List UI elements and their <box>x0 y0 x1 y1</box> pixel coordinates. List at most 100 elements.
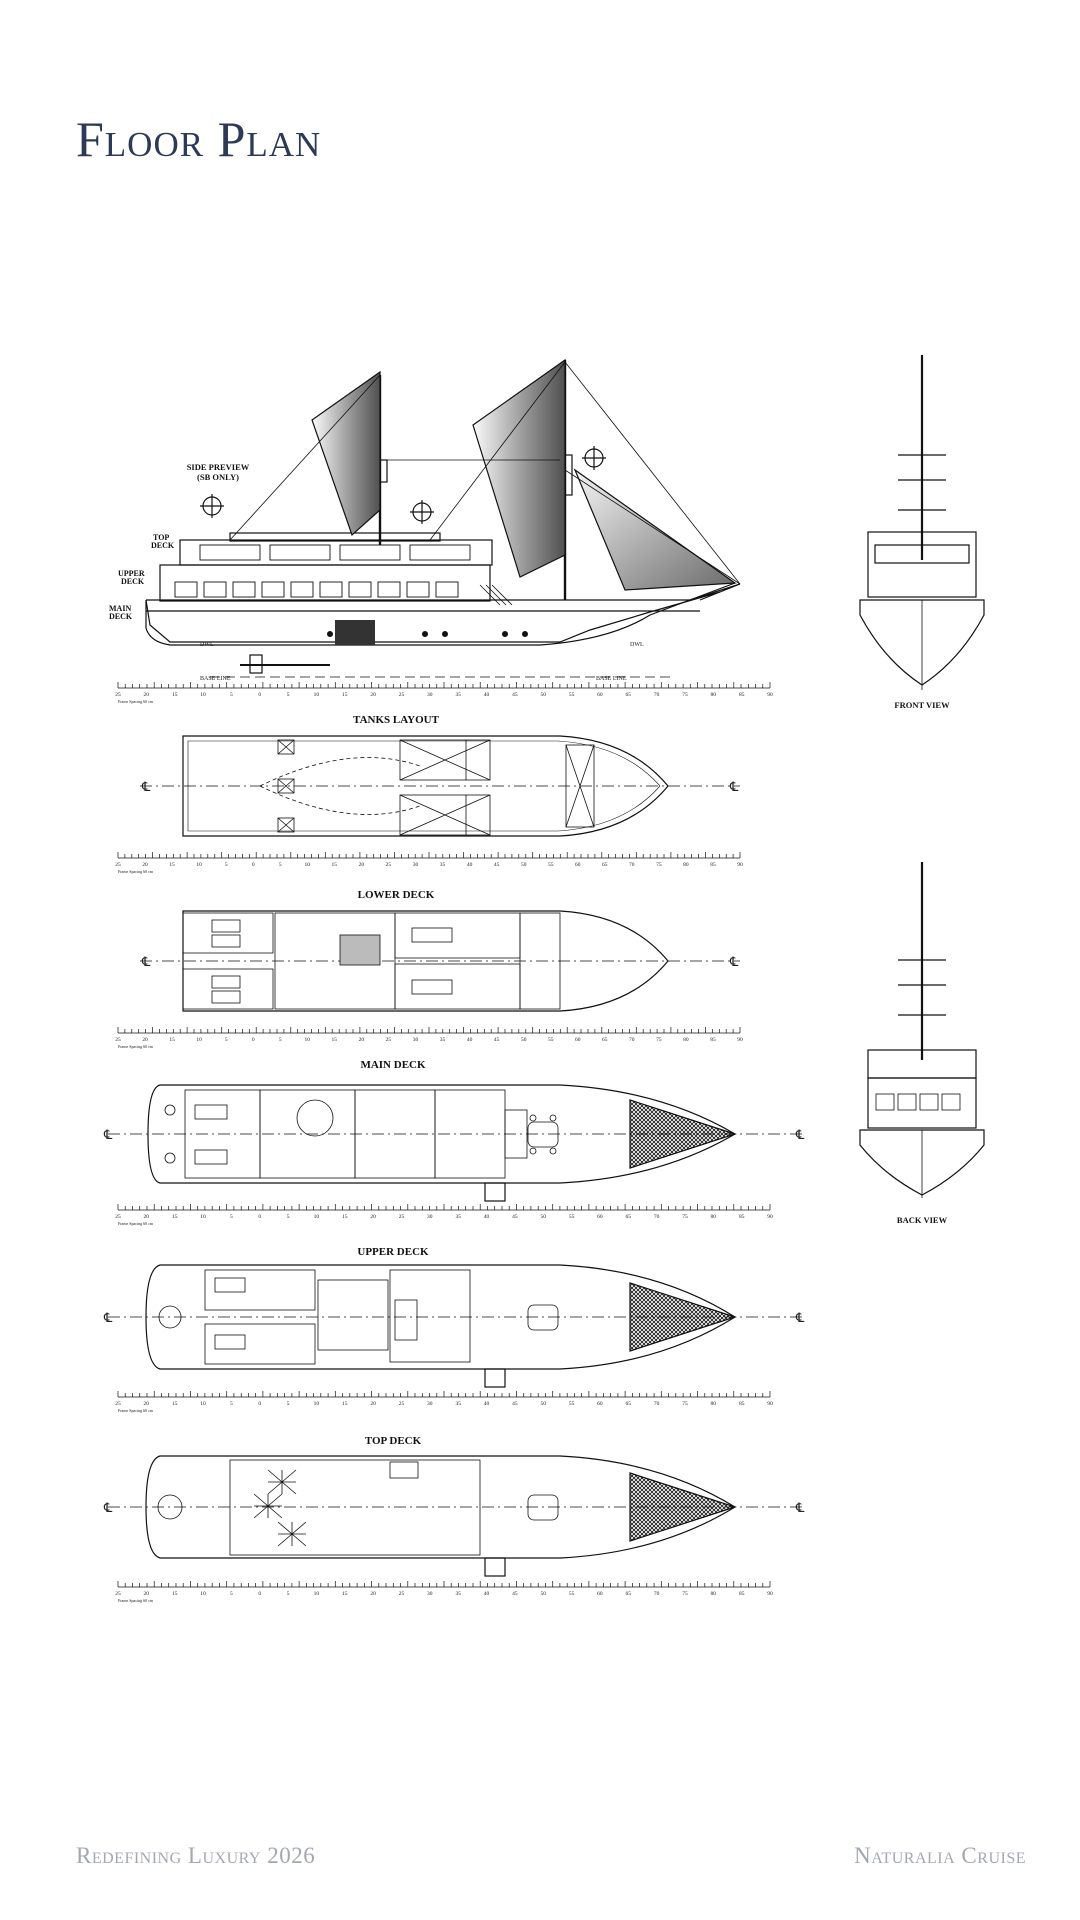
lower-deck-title: LOWER DECK <box>358 889 435 901</box>
ruler-number: 25 <box>399 692 405 698</box>
ruler-number: 65 <box>602 862 608 868</box>
ruler-number: 50 <box>540 1401 546 1407</box>
ruler-number: 0 <box>258 692 261 698</box>
ruler-number: 75 <box>656 1037 662 1043</box>
dwl-label-left: DWL <box>200 642 214 648</box>
ruler-number: 20 <box>370 692 376 698</box>
ruler-number: 35 <box>455 1591 461 1597</box>
upper-deck-plan <box>108 1264 805 1388</box>
main-deck-plan <box>108 1084 805 1202</box>
ruler-number: 30 <box>427 1591 433 1597</box>
ruler-number: 40 <box>467 862 473 868</box>
ruler-number: 50 <box>540 1591 546 1597</box>
top-deck-title: TOP DECK <box>365 1435 422 1447</box>
back-view-label: BACK VIEW <box>897 1215 948 1225</box>
ruler-number: 45 <box>512 1214 518 1220</box>
ruler-number: 10 <box>314 1591 320 1597</box>
ruler-number: 15 <box>169 1037 175 1043</box>
ruler-number: 15 <box>172 692 178 698</box>
ruler-number: 90 <box>737 1037 743 1043</box>
ruler-number: 20 <box>142 1037 148 1043</box>
ruler-number: 35 <box>440 862 446 868</box>
ruler-number: 10 <box>314 1214 320 1220</box>
ruler-number: 5 <box>287 1591 290 1597</box>
frame-spacing-note: Frame Spacing 60 cm <box>118 1598 154 1603</box>
ruler-number: 45 <box>494 1037 500 1043</box>
ruler-number: 80 <box>683 1037 689 1043</box>
frame-spacing-note: Frame Spacing 60 cm <box>118 1408 154 1413</box>
ruler-number: 5 <box>230 1401 233 1407</box>
ruler-number: 5 <box>287 692 290 698</box>
ruler-number: 85 <box>739 1214 745 1220</box>
ruler-number: 10 <box>200 1214 206 1220</box>
ruler-number: 5 <box>287 1401 290 1407</box>
ruler-number: 15 <box>172 1591 178 1597</box>
page-title: Floor Plan <box>76 111 322 167</box>
ruler-number: 70 <box>654 1591 660 1597</box>
ruler-number: 25 <box>399 1401 405 1407</box>
ruler-number: 5 <box>230 692 233 698</box>
ruler-number: 35 <box>455 692 461 698</box>
ruler-number: 80 <box>711 692 717 698</box>
ruler-number: 20 <box>359 862 365 868</box>
ruler-number: 10 <box>200 1401 206 1407</box>
cl-marker: ℄ <box>795 1310 805 1325</box>
ruler-number: 15 <box>342 1214 348 1220</box>
ruler-number: 25 <box>115 1037 121 1043</box>
ruler-number: 25 <box>115 1214 121 1220</box>
ruler-number: 20 <box>144 1214 150 1220</box>
upper-deck-title: UPPER DECK <box>357 1246 429 1258</box>
ruler-number: 60 <box>597 692 603 698</box>
ruler-number: 45 <box>512 692 518 698</box>
ruler-number: 20 <box>370 1401 376 1407</box>
upper-deck-tag: UPPER <box>118 569 145 578</box>
ruler-number: 45 <box>494 862 500 868</box>
ruler-number: 20 <box>370 1214 376 1220</box>
ruler-number: 15 <box>332 862 338 868</box>
ruler-number: 90 <box>767 1401 773 1407</box>
ruler-number: 25 <box>115 1401 121 1407</box>
ruler-number: 25 <box>386 1037 392 1043</box>
ruler-number: 10 <box>200 1591 206 1597</box>
main-deck-tag: MAIN <box>109 604 131 613</box>
ruler-number: 75 <box>682 1214 688 1220</box>
ruler-number: 5 <box>279 862 282 868</box>
ruler-number: 35 <box>455 1401 461 1407</box>
ruler-number: 65 <box>602 1037 608 1043</box>
ruler-number: 5 <box>230 1591 233 1597</box>
ruler-number: 40 <box>484 1591 490 1597</box>
ruler-number: 70 <box>654 1214 660 1220</box>
cl-marker: ℄ <box>729 954 739 969</box>
ruler-number: 75 <box>682 692 688 698</box>
ruler-number: 90 <box>767 1591 773 1597</box>
ruler-number: 15 <box>172 1214 178 1220</box>
cl-marker: ℄ <box>795 1127 805 1142</box>
ruler-number: 60 <box>597 1214 603 1220</box>
ruler-number: 30 <box>427 1401 433 1407</box>
upper-deck-tag-2: DECK <box>121 577 145 586</box>
ruler-number: 30 <box>427 1214 433 1220</box>
ruler-number: 5 <box>230 1214 233 1220</box>
ruler-number: 60 <box>597 1401 603 1407</box>
ruler-number: 0 <box>258 1214 261 1220</box>
ruler-number: 45 <box>512 1591 518 1597</box>
frame-spacing-note: Frame Spacing 60 cm <box>118 699 154 704</box>
ruler-number: 10 <box>305 862 311 868</box>
ruler-number: 55 <box>569 1214 575 1220</box>
ruler-number: 35 <box>455 1214 461 1220</box>
dwl-label-right: DWL <box>630 642 644 648</box>
ruler-number: 80 <box>711 1214 717 1220</box>
cl-marker: ℄ <box>103 1127 113 1142</box>
ruler-number: 30 <box>413 1037 419 1043</box>
front-view-label: FRONT VIEW <box>894 700 950 710</box>
cl-marker: ℄ <box>141 779 151 794</box>
ruler-number: 55 <box>569 692 575 698</box>
ruler-number: 15 <box>332 1037 338 1043</box>
ruler-number: 20 <box>144 1401 150 1407</box>
ruler-number: 5 <box>225 1037 228 1043</box>
ruler-number: 70 <box>629 1037 635 1043</box>
cl-marker: ℄ <box>141 954 151 969</box>
ruler-number: 0 <box>252 1037 255 1043</box>
